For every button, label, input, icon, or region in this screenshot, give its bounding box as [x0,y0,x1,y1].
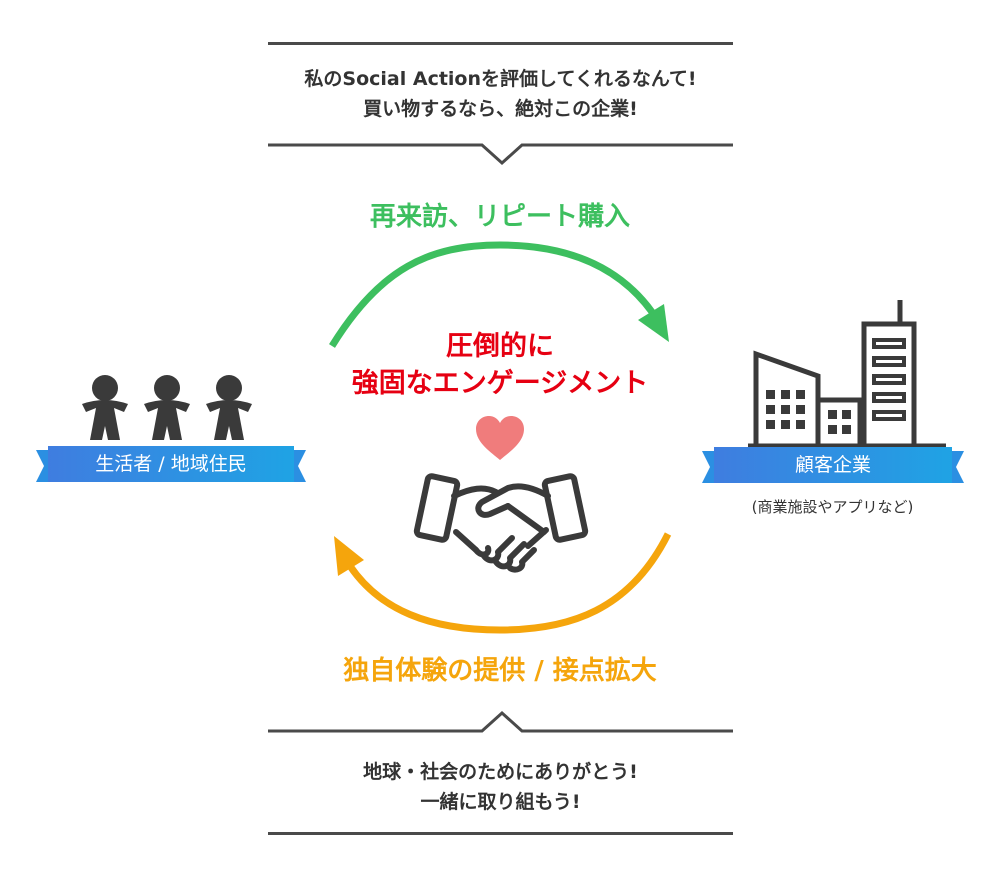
orange-arrowhead [334,536,364,576]
top-quote-top-rule [268,42,733,45]
bottom-quote-line-2: 一緒に取り組もう! [420,791,581,813]
bottom-quote-bottom-rule [268,832,733,835]
person-icon [144,375,190,440]
top-quote: 私のSocial Actionを評価してくれるなんて! 買い物するなら、絶対この… [268,64,733,124]
engagement-line-1: 圧倒的に [446,331,554,362]
right-actor-note: (商業施設やアプリなど) [751,498,914,516]
bottom-quote: 地球・社会のためにありがとう! 一緒に取り組もう! [268,757,733,817]
right-actor-ribbon [702,447,964,483]
handshake-icon [413,473,589,573]
right-actor-label: 顧客企業 [794,454,871,476]
engagement-message: 圧倒的に 強固なエンゲージメント [300,328,700,402]
bottom-quote-line-1: 地球・社会のためにありがとう! [363,761,638,783]
left-actor-ribbon [36,446,306,482]
top-flow-label: 再来訪、リピート購入 [369,202,630,232]
people-group-icon [82,375,252,440]
top-quote-line-1: 私のSocial Actionを評価してくれるなんて! [304,68,697,90]
engagement-line-2: 強固なエンゲージメント [351,368,649,399]
person-icon [206,375,252,440]
top-quote-line-2: 買い物するなら、絶対この企業! [363,98,638,120]
left-actor-label: 生活者 / 地域住民 [95,453,247,475]
bottom-flow-label: 独自体験の提供 / 接点拡大 [343,656,657,686]
heart-icon [476,416,524,460]
office-buildings-icon [748,300,946,449]
person-icon [82,375,128,440]
